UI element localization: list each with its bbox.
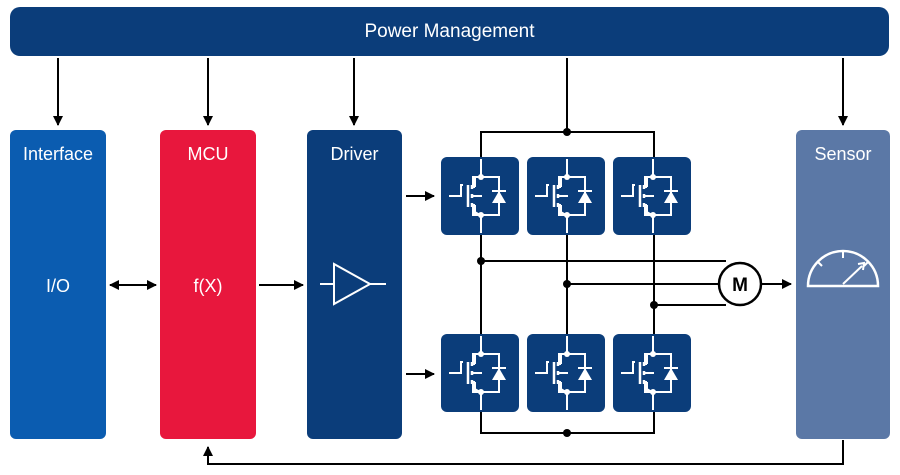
power-management-label: Power Management — [364, 21, 535, 42]
low-side-switch-3 — [611, 332, 693, 414]
interface-block: Interface I/O — [10, 130, 106, 439]
amplifier-icon — [320, 262, 386, 306]
interface-io-label: I/O — [45, 276, 70, 296]
gauge-icon — [806, 249, 880, 288]
low-side-switch-1 — [439, 332, 521, 414]
sensor-title: Sensor — [814, 144, 872, 164]
sensor-feedback-arrow — [203, 440, 844, 465]
sensor-block: Sensor — [796, 130, 890, 439]
mcu-block: MCU f(X) — [160, 130, 256, 439]
high-side-switch-1 — [439, 155, 521, 237]
mcu-title: MCU — [187, 144, 229, 164]
motor-icon — [717, 261, 763, 307]
mcu-function-label: f(X) — [193, 276, 223, 296]
high-side-switch-3 — [611, 155, 693, 237]
motor-label: M — [732, 275, 748, 296]
high-side-switch-2 — [525, 155, 607, 237]
low-side-switch-2 — [525, 332, 607, 414]
power-management-block: Power Management — [10, 7, 889, 56]
interface-title: Interface — [22, 144, 94, 164]
driver-title: Driver — [330, 144, 379, 164]
